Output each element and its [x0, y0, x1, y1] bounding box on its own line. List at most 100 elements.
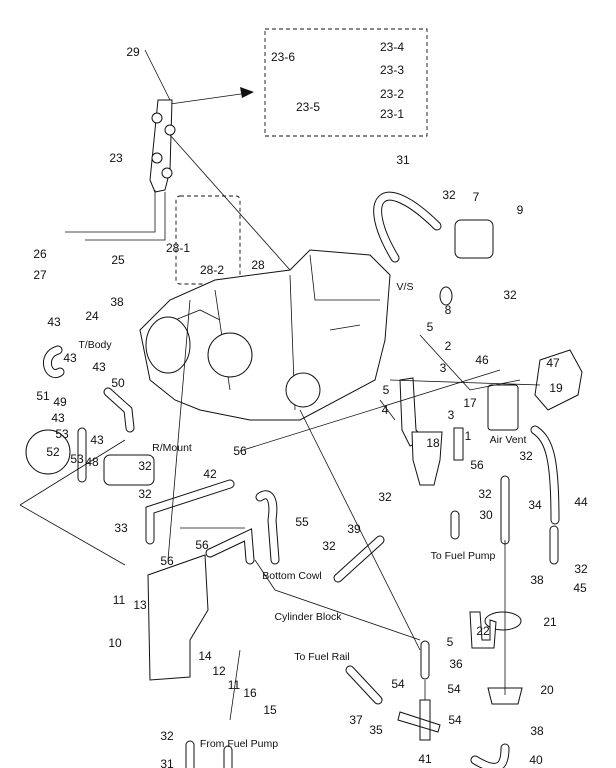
- part-number-23-2: 23-2: [380, 87, 404, 101]
- part-number-13: 13: [133, 598, 147, 612]
- part-number-3: 3: [440, 361, 447, 375]
- annotation-bottom-cowl: Bottom Cowl: [262, 570, 322, 582]
- part-number-35: 35: [369, 723, 383, 737]
- part-number-32: 32: [574, 562, 588, 576]
- part-number-49: 49: [53, 395, 67, 409]
- rail-port: [151, 112, 163, 124]
- part-number-38: 38: [530, 573, 544, 587]
- part-number-55: 55: [295, 515, 309, 529]
- part-number-47: 47: [546, 356, 560, 370]
- bracket-22: [469, 611, 497, 649]
- detail-arrow-head: [240, 87, 254, 98]
- part-number-39: 39: [347, 522, 361, 536]
- part-number-32: 32: [138, 459, 152, 473]
- part-number-31: 31: [396, 153, 410, 167]
- part-number-21: 21: [543, 615, 557, 629]
- part-number-23-6: 23-6: [271, 50, 295, 64]
- rail-port: [164, 124, 176, 136]
- part-number-5: 5: [427, 320, 434, 334]
- part-number-36: 36: [449, 657, 463, 671]
- part-number-43: 43: [63, 351, 77, 365]
- rail-port: [161, 167, 173, 179]
- part-number-32: 32: [519, 449, 533, 463]
- part-number-32: 32: [478, 487, 492, 501]
- part-number-31: 31: [160, 757, 174, 768]
- annotation-cylinder-block: Cylinder Block: [274, 611, 342, 623]
- leader: [65, 134, 291, 271]
- reservoir-48: [103, 454, 155, 486]
- annotation-r-mount: R/Mount: [152, 442, 192, 454]
- annotation-vs: V/S: [397, 281, 414, 293]
- annotation-to-fuel-pump: To Fuel Pump: [431, 550, 496, 562]
- part-number-3: 3: [448, 408, 455, 422]
- part-number-16: 16: [243, 686, 257, 700]
- part-number-41: 41: [418, 752, 432, 766]
- part-number-30: 30: [479, 508, 493, 522]
- part-number-54: 54: [448, 713, 462, 727]
- filter-17: [487, 384, 519, 431]
- part-number-23-3: 23-3: [380, 63, 404, 77]
- part-number-48: 48: [85, 455, 99, 469]
- part-number-28: 28: [251, 258, 265, 272]
- part-number-42: 42: [203, 467, 217, 481]
- fuel-filter-1: [411, 431, 443, 486]
- part-number-26: 26: [33, 247, 47, 261]
- part-number-27: 27: [33, 268, 47, 282]
- hoses: [43, 191, 560, 768]
- part-number-23-5: 23-5: [296, 100, 320, 114]
- part-number-32: 32: [138, 487, 152, 501]
- part-number-15: 15: [263, 703, 277, 717]
- part-number-24: 24: [85, 309, 99, 323]
- leader-lines: [19, 49, 541, 721]
- part-number-10: 10: [108, 636, 122, 650]
- part-number-22: 22: [476, 624, 490, 638]
- part-number-5: 5: [447, 635, 454, 649]
- part-number-12: 12: [212, 664, 226, 678]
- part-number-1: 1: [465, 429, 472, 443]
- part-number-25: 25: [111, 253, 125, 267]
- part-number-54: 54: [447, 682, 461, 696]
- part-number-53: 53: [70, 452, 84, 466]
- part-number-28-1: 28-1: [166, 241, 190, 255]
- oil-filter: [285, 372, 321, 408]
- part-number-29: 29: [126, 45, 140, 59]
- part-number-17: 17: [463, 396, 477, 410]
- part-number-32: 32: [503, 288, 517, 302]
- part-number-4: 4: [382, 403, 389, 417]
- part-number-32: 32: [322, 539, 336, 553]
- engine-cover-plate: [145, 316, 191, 374]
- part-number-50: 50: [111, 376, 125, 390]
- fuel-tank-10: [147, 554, 209, 681]
- detail-53-circle: [25, 429, 71, 475]
- part-number-8: 8: [445, 303, 452, 317]
- part-number-14: 14: [198, 649, 212, 663]
- fuel-pump-7: [454, 219, 494, 259]
- part-number-33: 33: [114, 521, 128, 535]
- part-number-52: 52: [46, 445, 60, 459]
- part-number-32: 32: [160, 729, 174, 743]
- part-number-23-4: 23-4: [380, 40, 404, 54]
- part-number-56: 56: [195, 538, 209, 552]
- part-number-38: 38: [530, 724, 544, 738]
- part-number-32: 32: [378, 490, 392, 504]
- rail-port: [151, 152, 163, 164]
- annotation-t-body: T/Body: [78, 339, 112, 351]
- part-number-11: 11: [228, 678, 241, 692]
- part-number-11: 11: [113, 593, 126, 607]
- part-number-44: 44: [574, 495, 588, 509]
- part-number-56: 56: [470, 458, 484, 472]
- part-number-45: 45: [573, 581, 587, 595]
- part-number-43: 43: [92, 360, 106, 374]
- gasket-8: [439, 286, 453, 306]
- part-number-38: 38: [110, 295, 124, 309]
- fuel-rail-detail-box: [264, 28, 428, 137]
- part-number-56: 56: [233, 444, 247, 458]
- part-number-37: 37: [349, 713, 363, 727]
- part-number-23-1: 23-1: [380, 107, 404, 121]
- part-number-46: 46: [475, 353, 489, 367]
- part-number-43: 43: [47, 315, 61, 329]
- annotation-to-fuel-rail: To Fuel Rail: [294, 651, 349, 663]
